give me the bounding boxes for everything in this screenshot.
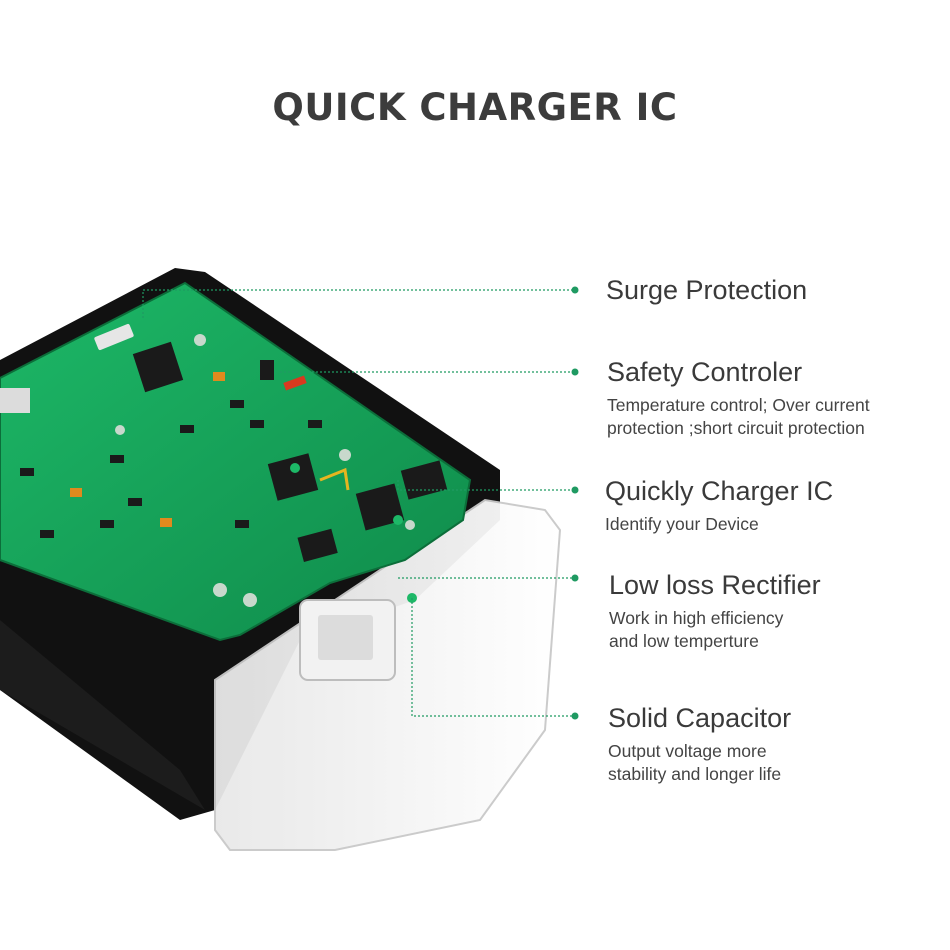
feature-description: Output voltage more stability and longer… — [608, 741, 782, 784]
callout-lines — [142, 289, 575, 717]
feature-low-loss-rectifier: Low loss Rectifier Work in high efficien… — [609, 569, 821, 653]
pcb-board — [0, 281, 472, 642]
feature-title: Low loss Rectifier — [609, 570, 821, 600]
feature-title: Quickly Charger IC — [605, 476, 834, 506]
callout-capacitor — [411, 598, 575, 717]
feature-title: Surge Protection — [606, 275, 808, 305]
feature-safety-controler: Safety Controler Temperature control; Ov… — [607, 356, 870, 440]
callout-surge — [142, 289, 575, 318]
feature-description: Work in high efficiency and low tempertu… — [609, 608, 784, 651]
page-title: QUICK CHARGER IC — [272, 86, 678, 129]
feature-description: Temperature control; Over current protec… — [607, 395, 870, 438]
feature-surge-protection: Surge Protection — [606, 274, 807, 306]
feature-title: Safety Controler — [607, 357, 803, 387]
feature-solid-capacitor: Solid Capacitor Output voltage more stab… — [608, 702, 791, 786]
feature-quickly-charger-ic: Quickly Charger IC Identify your Device — [605, 475, 833, 536]
feature-description: Identify your Device — [605, 514, 759, 534]
pcb-components — [0, 323, 448, 607]
feature-title: Solid Capacitor — [608, 703, 792, 733]
callout-charger-ic — [397, 480, 575, 491]
